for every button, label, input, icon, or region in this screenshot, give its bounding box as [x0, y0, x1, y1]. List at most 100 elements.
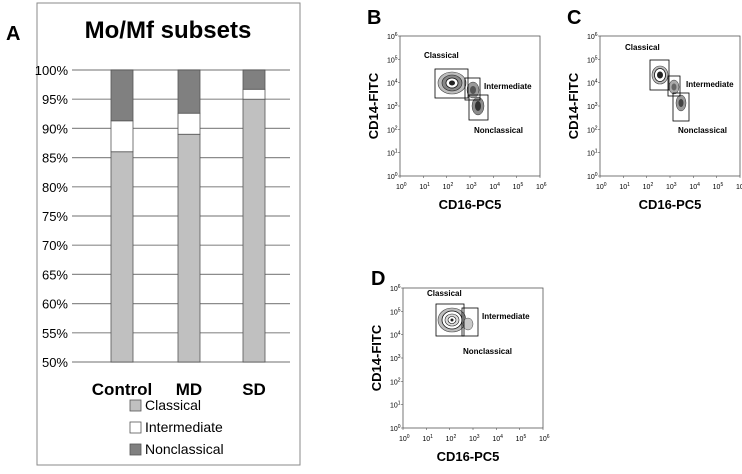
gate-label-intermediate-d: Intermediate — [482, 312, 530, 321]
x-axis-title-d: CD16-PC5 — [437, 449, 500, 464]
x-tick-label: 100 — [399, 434, 410, 443]
x-tick-label: 106 — [536, 182, 547, 191]
y-tick-label: 104 — [587, 79, 598, 88]
density-classical-d — [437, 307, 467, 333]
y-tick-label: 60% — [42, 297, 68, 312]
plot-d-frame — [402, 287, 544, 429]
panel-letter-a: A — [6, 23, 20, 45]
x-tick-label: 103 — [466, 182, 477, 191]
gate-label-classical-b: Classical — [424, 51, 459, 60]
density-intermediate-b — [466, 81, 480, 99]
y-tick-label: 50% — [42, 355, 68, 370]
x-tick-label: 102 — [446, 434, 457, 443]
y-tick-label: 105 — [387, 55, 398, 64]
y-tick-label: 104 — [387, 79, 398, 88]
density-classical-c — [651, 65, 669, 85]
gate-label-nonclassical-c: Nonclassical — [678, 126, 727, 135]
x-tick-label: 102 — [443, 182, 454, 191]
y-tick-label: 103 — [390, 354, 401, 363]
flow-plot-d: Classical Intermediate Nonclassical CD14… — [369, 284, 550, 464]
y-tick-label: 100% — [35, 63, 69, 78]
x-tick-label: 103 — [469, 434, 480, 443]
category-label: Control — [92, 380, 152, 399]
x-tick-label: 102 — [643, 182, 654, 191]
x-tick-label: 103 — [666, 182, 677, 191]
flow-plot-b: Classical Intermediate Nonclassical CD14… — [366, 32, 547, 212]
panel-letter-b: B — [367, 7, 381, 29]
x-tick-label: 106 — [539, 434, 550, 443]
bar-segment-classical — [242, 98, 266, 363]
x-tick-label: 100 — [596, 182, 607, 191]
y-tick-label: 101 — [587, 149, 598, 158]
gate-label-nonclassical-d: Nonclassical — [463, 347, 512, 356]
x-tick-label: 101 — [619, 182, 630, 191]
y-tick-label: 104 — [390, 331, 401, 340]
panel-letter-c: C — [567, 7, 581, 29]
legend-label: Classical — [145, 397, 201, 413]
legend-label: Nonclassical — [145, 441, 224, 457]
x-tick-label: 105 — [516, 434, 527, 443]
density-intermediate-d — [462, 317, 474, 331]
x-tick-label: 101 — [422, 434, 433, 443]
y-tick-label: 100 — [387, 172, 398, 181]
bar-segment-intermediate — [242, 88, 266, 100]
y-tick-label: 100 — [587, 172, 598, 181]
bar-segment-nonclassical — [110, 69, 134, 122]
axis-ticks-d: 1001001011011021021031031041041051051061… — [390, 284, 550, 443]
x-tick-label: 105 — [713, 182, 724, 191]
y-tick-label: 105 — [390, 307, 401, 316]
x-tick-label: 104 — [489, 182, 500, 191]
gate-label-nonclassical-b: Nonclassical — [474, 126, 523, 135]
category-label: SD — [242, 380, 266, 399]
y-tick-label: 102 — [587, 125, 598, 134]
y-axis-title-c: CD14-FITC — [566, 72, 581, 139]
gate-classical-d — [435, 303, 465, 337]
stacked-bars — [110, 69, 266, 363]
legend-swatch — [129, 421, 142, 434]
bar-segment-intermediate — [177, 112, 201, 135]
y-tick-label: 100 — [390, 424, 401, 433]
gate-intermediate-c — [667, 75, 681, 97]
gate-classical-c — [649, 59, 670, 91]
density-intermediate-c — [668, 79, 680, 95]
y-tick-label: 70% — [42, 238, 68, 253]
y-tick-label: 85% — [42, 151, 68, 166]
y-tick-label: 55% — [42, 326, 68, 341]
category-label: MD — [176, 380, 202, 399]
x-tick-label: 104 — [689, 182, 700, 191]
bar-segment-nonclassical — [242, 69, 266, 90]
y-tick-label: 90% — [42, 121, 68, 136]
legend-label: Intermediate — [145, 419, 223, 435]
y-tick-labels: 50%55%60%65%70%75%80%85%90%95%100% — [35, 63, 69, 370]
x-tick-label: 106 — [736, 182, 742, 191]
y-tick-label: 103 — [387, 102, 398, 111]
y-tick-label: 101 — [387, 149, 398, 158]
panel-a-frame — [36, 2, 301, 466]
x-tick-label: 101 — [419, 182, 430, 191]
y-axis-title-b: CD14-FITC — [366, 72, 381, 139]
x-category-labels: Control MD SD — [92, 380, 266, 399]
y-tick-label: 80% — [42, 180, 68, 195]
gate-nonclassical-b — [468, 94, 489, 121]
y-tick-label: 95% — [42, 92, 68, 107]
gate-label-classical-c: Classical — [625, 43, 660, 52]
bar-segment-classical — [110, 151, 134, 363]
gate-intermediate-d — [461, 307, 479, 337]
gate-label-intermediate-b: Intermediate — [484, 82, 532, 91]
bar-segment-nonclassical — [177, 69, 201, 114]
bar-segment-classical — [177, 133, 201, 363]
gate-intermediate-b — [464, 77, 481, 101]
y-axis-title-d: CD14-FITC — [369, 324, 384, 391]
y-tick-label: 103 — [587, 102, 598, 111]
y-tick-label: 75% — [42, 209, 68, 224]
bar-segment-intermediate — [110, 120, 134, 153]
bar-chart-title: Mo/Mf subsets — [85, 17, 252, 44]
y-tick-label: 105 — [587, 55, 598, 64]
panel-letter-d: D — [371, 268, 385, 290]
gate-classical-b — [434, 68, 469, 99]
y-tick-label: 102 — [390, 377, 401, 386]
x-tick-label: 104 — [492, 434, 503, 443]
x-tick-label: 100 — [396, 182, 407, 191]
